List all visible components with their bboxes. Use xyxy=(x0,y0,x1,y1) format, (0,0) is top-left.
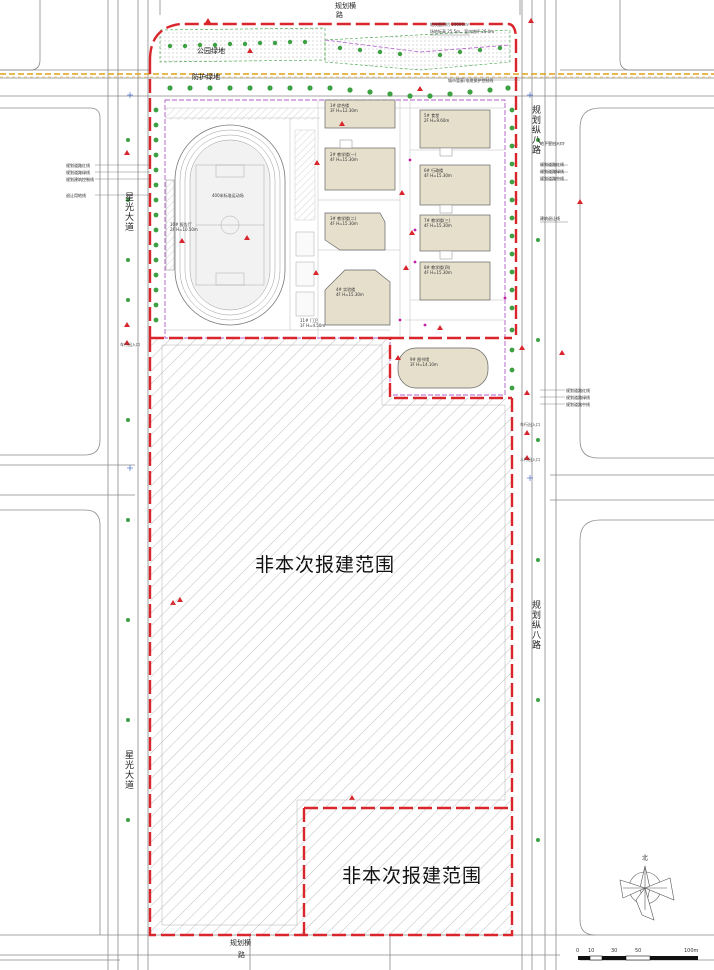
right-legend-item: 规划道路红线 xyxy=(566,388,590,393)
left-legend-item: 退让用地线 xyxy=(66,193,86,198)
top-note-2: 场地标高 25.5m，室内地坪 26.0m xyxy=(430,29,495,34)
left-vehicle-entrance: 车行出入口 xyxy=(120,342,140,347)
left-legend-item: 规划道路红线 xyxy=(66,163,90,168)
right-legend-mid: 规划道路红线 规划道路绿线 规划道路中线 xyxy=(566,387,636,408)
field-label: 400米标准运动场 xyxy=(212,193,244,198)
scale-tick: 30 xyxy=(611,948,618,954)
left-legend-item: 规划道路绿线 xyxy=(66,170,90,175)
right-legend-item: 地下室出入口 xyxy=(540,141,564,146)
buffer-green-label: 防护绿地 xyxy=(192,73,220,81)
excluded-area-label-main: 非本次报建范围 xyxy=(255,554,396,576)
scale-bar-graphic xyxy=(578,955,698,961)
campus xyxy=(124,18,583,800)
bottom-road-label-2: 路 xyxy=(238,951,245,959)
left-road-label-lower: 星光大道 xyxy=(123,750,133,790)
north-label: 北 xyxy=(642,855,649,862)
top-right-note: 城市管廊/电缆保护控制线 xyxy=(448,78,494,83)
right-legend-item: 规划道路绿线 xyxy=(540,169,564,174)
top-road-label: 规划横 xyxy=(335,2,356,10)
building-label: 8# 教学楼(四)4F H=15.30m xyxy=(424,265,452,275)
excluded-area-label-corner: 非本次报建范围 xyxy=(342,865,483,887)
park-green-label: 公园绿地 xyxy=(197,47,225,55)
top-road-label-2: 路 xyxy=(336,11,343,19)
right-road-label-upper: 规划纵八路 xyxy=(530,105,540,155)
building-label: 7# 教学楼(三)4F H=15.30m xyxy=(424,218,452,228)
scale-end-label: 100m xyxy=(684,948,699,954)
right-road-label-lower: 规划纵八路 xyxy=(530,600,540,650)
left-road-label-upper: 星光大道 xyxy=(123,192,133,232)
left-legend-item: 规划建筑控制线 xyxy=(66,177,94,182)
right-legend-item: 规划道路中线 xyxy=(566,402,590,407)
right-pedestrian-entrance: 人行出入口 xyxy=(520,457,540,462)
right-legend-item: 规划道路红线 xyxy=(540,162,564,167)
north-arrow-graphic xyxy=(619,865,675,921)
right-legend-item: 规划道路中线 xyxy=(540,176,564,181)
right-legend-item: 规划道路绿线 xyxy=(566,395,590,400)
left-legend: 规划道路红线 规划道路绿线 规划建筑控制线 退让用地线 xyxy=(66,162,126,199)
scale-tick: 0 xyxy=(576,948,580,954)
right-vehicle-entrance: 车行出入口 xyxy=(520,422,540,427)
right-legend-top: 地下室出入口 规划道路红线 规划道路绿线 规划道路中线 建筑退让线 xyxy=(540,140,610,222)
scale-tick: 10 xyxy=(588,948,595,954)
scale-tick: 50 xyxy=(635,948,642,954)
right-legend-item: 建筑退让线 xyxy=(540,216,560,221)
bottom-road-label: 规划横 xyxy=(230,939,251,947)
building-label: 3# 教学楼(二)4F H=15.30m xyxy=(330,216,358,226)
top-note-1: 地块面积约 20000m² xyxy=(430,22,470,27)
building-label: 2# 教学楼(一)4F H=15.30m xyxy=(330,152,358,162)
